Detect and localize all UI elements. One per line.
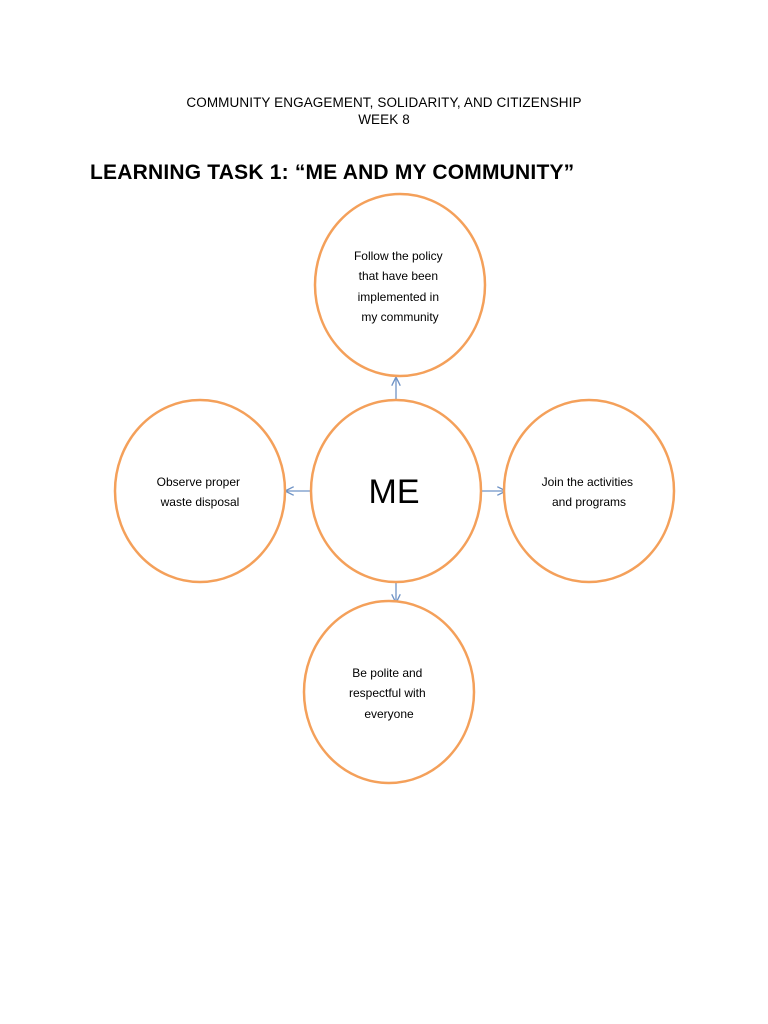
node-right [502, 398, 676, 584]
node-right-text: Join the activities and programs [542, 475, 637, 509]
node-top [313, 192, 487, 378]
node-right-line-2: and programs [552, 495, 626, 509]
node-right-line-1: Join the activities [542, 475, 633, 489]
node-bottom-line-2: respectful with [349, 686, 426, 700]
node-top-line-4: my community [361, 310, 438, 324]
node-left-line-1: Observe proper [157, 475, 240, 489]
course-title: COMMUNITY ENGAGEMENT, SOLIDARITY, AND CI… [186, 95, 582, 110]
node-top-line-2: that have been [359, 269, 438, 283]
learning-task-title: LEARNING TASK 1: “ME AND MY COMMUNITY” [90, 161, 575, 184]
node-left-text: Observe proper waste disposal [157, 475, 244, 509]
node-center-text: ME [369, 473, 420, 511]
node-bottom-line-1: Be polite and [352, 666, 422, 680]
node-top-line-1: Follow the policy [354, 249, 443, 263]
week-label: WEEK 8 [358, 112, 410, 127]
node-bottom [302, 599, 476, 785]
node-left-line-2: waste disposal [160, 495, 240, 509]
node-bottom-text: Be polite and respectful with everyone [349, 666, 429, 721]
node-bottom-line-3: everyone [364, 707, 414, 721]
node-center [309, 398, 483, 584]
node-left [113, 398, 287, 584]
node-top-text: Follow the policy that have been impleme… [354, 249, 446, 324]
node-top-line-3: implemented in [358, 290, 439, 304]
